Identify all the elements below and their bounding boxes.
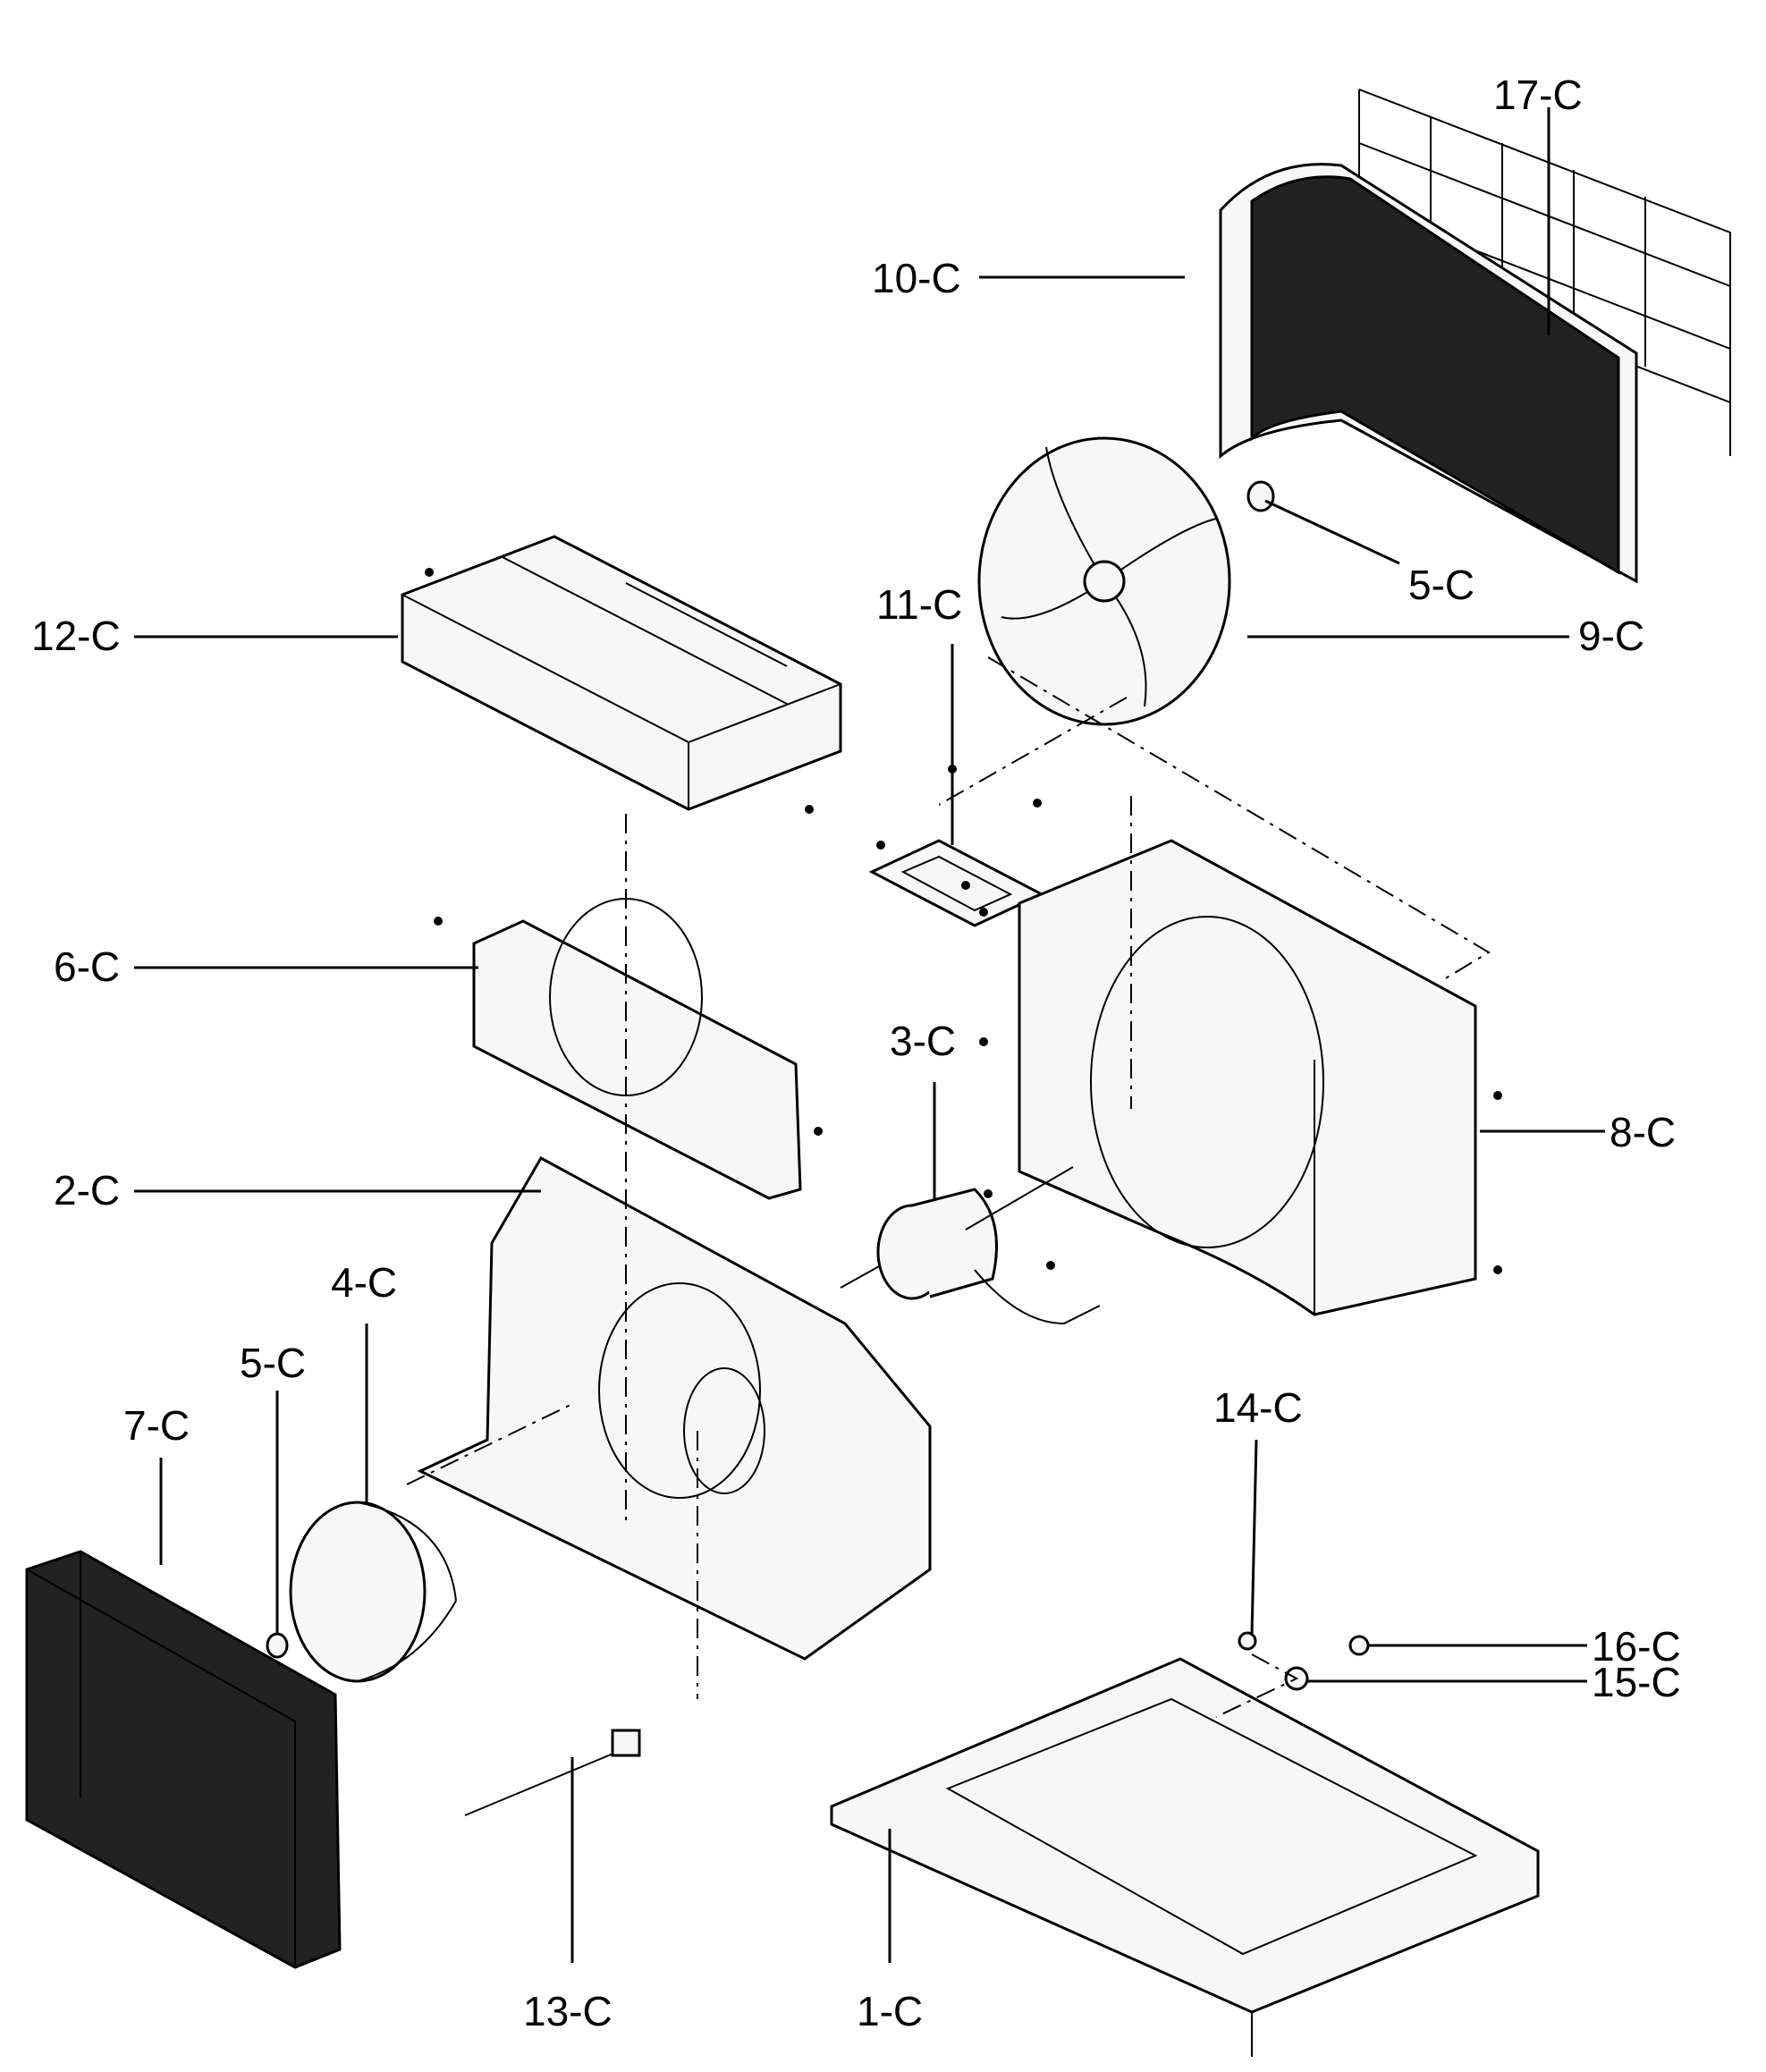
label-6-c: 6-C: [54, 943, 120, 990]
label-1-c: 1-C: [857, 1988, 923, 2034]
condenser-coil-part: [1219, 163, 1638, 584]
label-7-c: 7-C: [123, 1402, 190, 1449]
label-8-c: 8-C: [1610, 1109, 1676, 1155]
label-5-c-lower: 5-C: [240, 1340, 306, 1386]
fan-clip-upper-part: [1246, 480, 1275, 512]
mounting-bracket-part: [868, 839, 1045, 927]
nut-part: [1238, 1631, 1257, 1651]
label-15-c: 15-C: [1592, 1659, 1681, 1705]
fan-motor-part: [840, 1166, 1101, 1325]
label-2-c: 2-C: [54, 1167, 120, 1214]
label-14-c: 14-C: [1213, 1384, 1303, 1431]
label-12-c: 12-C: [31, 613, 121, 659]
label-10-c: 10-C: [872, 255, 961, 301]
leader-lines: [134, 107, 1605, 1963]
label-11-c: 11-C: [876, 581, 962, 628]
screws: [425, 568, 1502, 1274]
condenser-fan-part: [977, 436, 1231, 726]
label-16-c: 16-C: [1592, 1623, 1681, 1670]
bolt-part: [1348, 1635, 1370, 1656]
orifice-panel-part: [472, 898, 802, 1200]
air-duct-part: [401, 535, 842, 811]
base-pan-part: [830, 1657, 1540, 2057]
label-13-c: 13-C: [523, 1988, 613, 2034]
fan-shroud-part: [1018, 839, 1477, 1316]
label-4-c: 4-C: [331, 1259, 397, 1306]
blower-wheel-part: [289, 1501, 457, 1683]
evaporator-housing-part: [417, 1155, 932, 1661]
part-labels: 17-C 10-C 5-C 9-C 11-C 12-C 6-C 3-C 8-C …: [31, 72, 1681, 2034]
label-9-c: 9-C: [1578, 613, 1644, 659]
alignment-lines: [406, 656, 1491, 1718]
thermistor-part: [464, 1729, 641, 1816]
label-3-c: 3-C: [890, 1018, 956, 1064]
label-5-c-upper: 5-C: [1408, 562, 1474, 608]
evaporator-coil-part: [25, 1550, 342, 1969]
label-17-c: 17-C: [1493, 72, 1583, 118]
fan-clip-lower-part: [266, 1632, 289, 1659]
